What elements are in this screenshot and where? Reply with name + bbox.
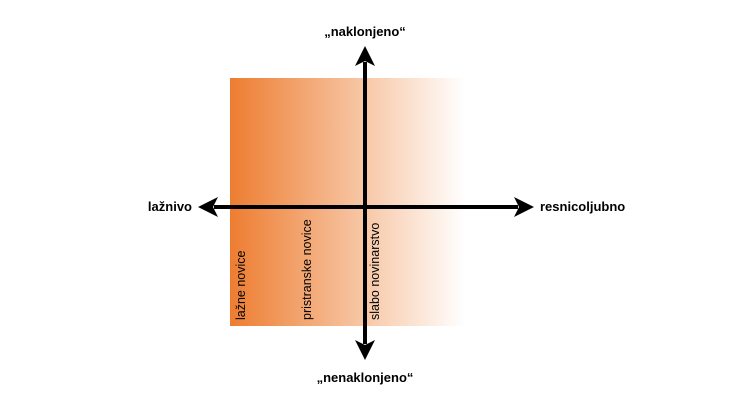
- region-label-biased-news: pristranske novice: [300, 219, 314, 320]
- axis-label-bottom: „nenaklonjeno“: [316, 370, 414, 385]
- right-arrowhead-icon: [514, 197, 534, 217]
- region-label-poor-journalism: slabo novinarstvo: [368, 222, 382, 320]
- region-label-fake-news: lažne novice: [234, 250, 248, 321]
- axis-label-right: resnicoljubno: [540, 199, 626, 214]
- axis-label-top: „naklonjeno“: [324, 24, 406, 39]
- left-arrowhead-icon: [198, 197, 218, 217]
- axis-label-left: lažnivo: [147, 199, 192, 214]
- vertical-axis: [355, 46, 375, 360]
- orange-gradient-region: [230, 78, 465, 326]
- up-arrowhead-icon: [355, 46, 375, 66]
- down-arrowhead-icon: [355, 340, 375, 360]
